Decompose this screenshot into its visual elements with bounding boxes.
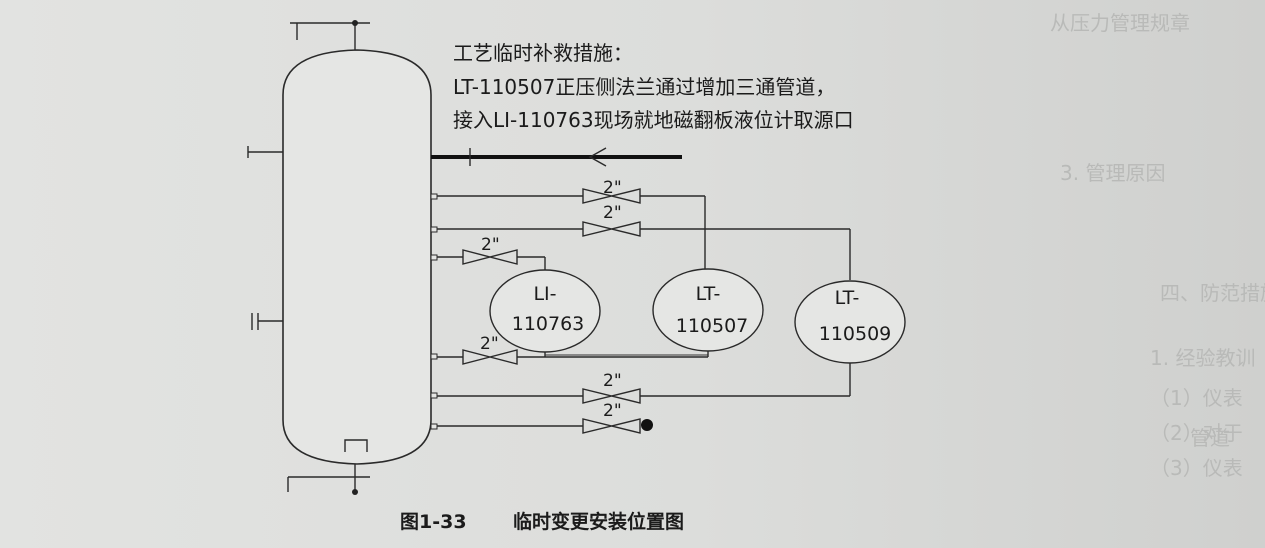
valve-label: 2": [603, 371, 622, 391]
note-title: 工艺临时补救措施：: [453, 41, 633, 65]
instrument-number: 110763: [512, 313, 585, 335]
figure-caption: 图1-33 临时变更安装位置图: [400, 510, 684, 533]
valve-icon: [462, 249, 518, 265]
instrument-lt-110509: LT- 110509: [794, 280, 906, 364]
vessel: [282, 49, 432, 465]
bg-sub: 1. 经验教训: [1150, 346, 1255, 370]
left-nozzles: [247, 146, 283, 330]
instrument-number: 110509: [819, 323, 892, 345]
figure-number: 图1-33: [400, 511, 467, 533]
piping: [437, 195, 851, 431]
instrument-tag: LI-: [533, 283, 556, 305]
note-line: LT-110507正压侧法兰通过增加三通管道，: [453, 75, 835, 99]
blind-plug-icon: [641, 419, 653, 431]
bg-section: 四、防范措施及经验: [1160, 281, 1265, 305]
bottom-nozzle: [287, 439, 370, 495]
instrument-tag: LT-: [835, 287, 860, 309]
instrument-li-110763: LI- 110763: [489, 269, 601, 353]
valve-label: 2": [603, 401, 622, 421]
bg-side: 管道: [1190, 426, 1230, 450]
bg-heading: 3. 管理原因: [1060, 161, 1165, 185]
valve-label: 2": [480, 334, 499, 354]
background-text: 3. 管理原因 四、防范措施及经验 1. 经验教训 （1）仪表 （2）对于 （3…: [1050, 11, 1265, 480]
instrument-lt-110507: LT- 110507: [652, 268, 764, 352]
remedial-note: 工艺临时补救措施： LT-110507正压侧法兰通过增加三通管道， 接入LI-1…: [453, 41, 854, 132]
right-nozzles: [430, 193, 438, 430]
valve-icon: [582, 188, 641, 204]
valve-icon: [462, 349, 518, 365]
valve-icon: [582, 388, 641, 404]
top-nozzle: [290, 20, 370, 52]
valve-icon: [582, 418, 641, 434]
figure-title: 临时变更安装位置图: [513, 510, 684, 533]
valves: [462, 188, 641, 434]
note-line: 接入LI-110763现场就地磁翻板液位计取源口: [453, 108, 854, 132]
valve-label: 2": [481, 235, 500, 255]
bg-item2: （2）对于: [1150, 421, 1243, 445]
bg-item3: （3）仪表: [1150, 456, 1243, 480]
valve-labels: 2" 2" 2" 2" 2" 2": [480, 178, 622, 421]
valve-icon: [582, 221, 641, 237]
bg-item1: （1）仪表: [1150, 386, 1243, 410]
instrument-number: 110507: [676, 315, 749, 337]
bg-top: 从压力管理规章: [1050, 11, 1190, 35]
feed-line: [431, 147, 682, 167]
valve-label: 2": [603, 203, 622, 223]
instrument-tag: LT-: [696, 283, 721, 305]
valve-label: 2": [603, 178, 622, 198]
